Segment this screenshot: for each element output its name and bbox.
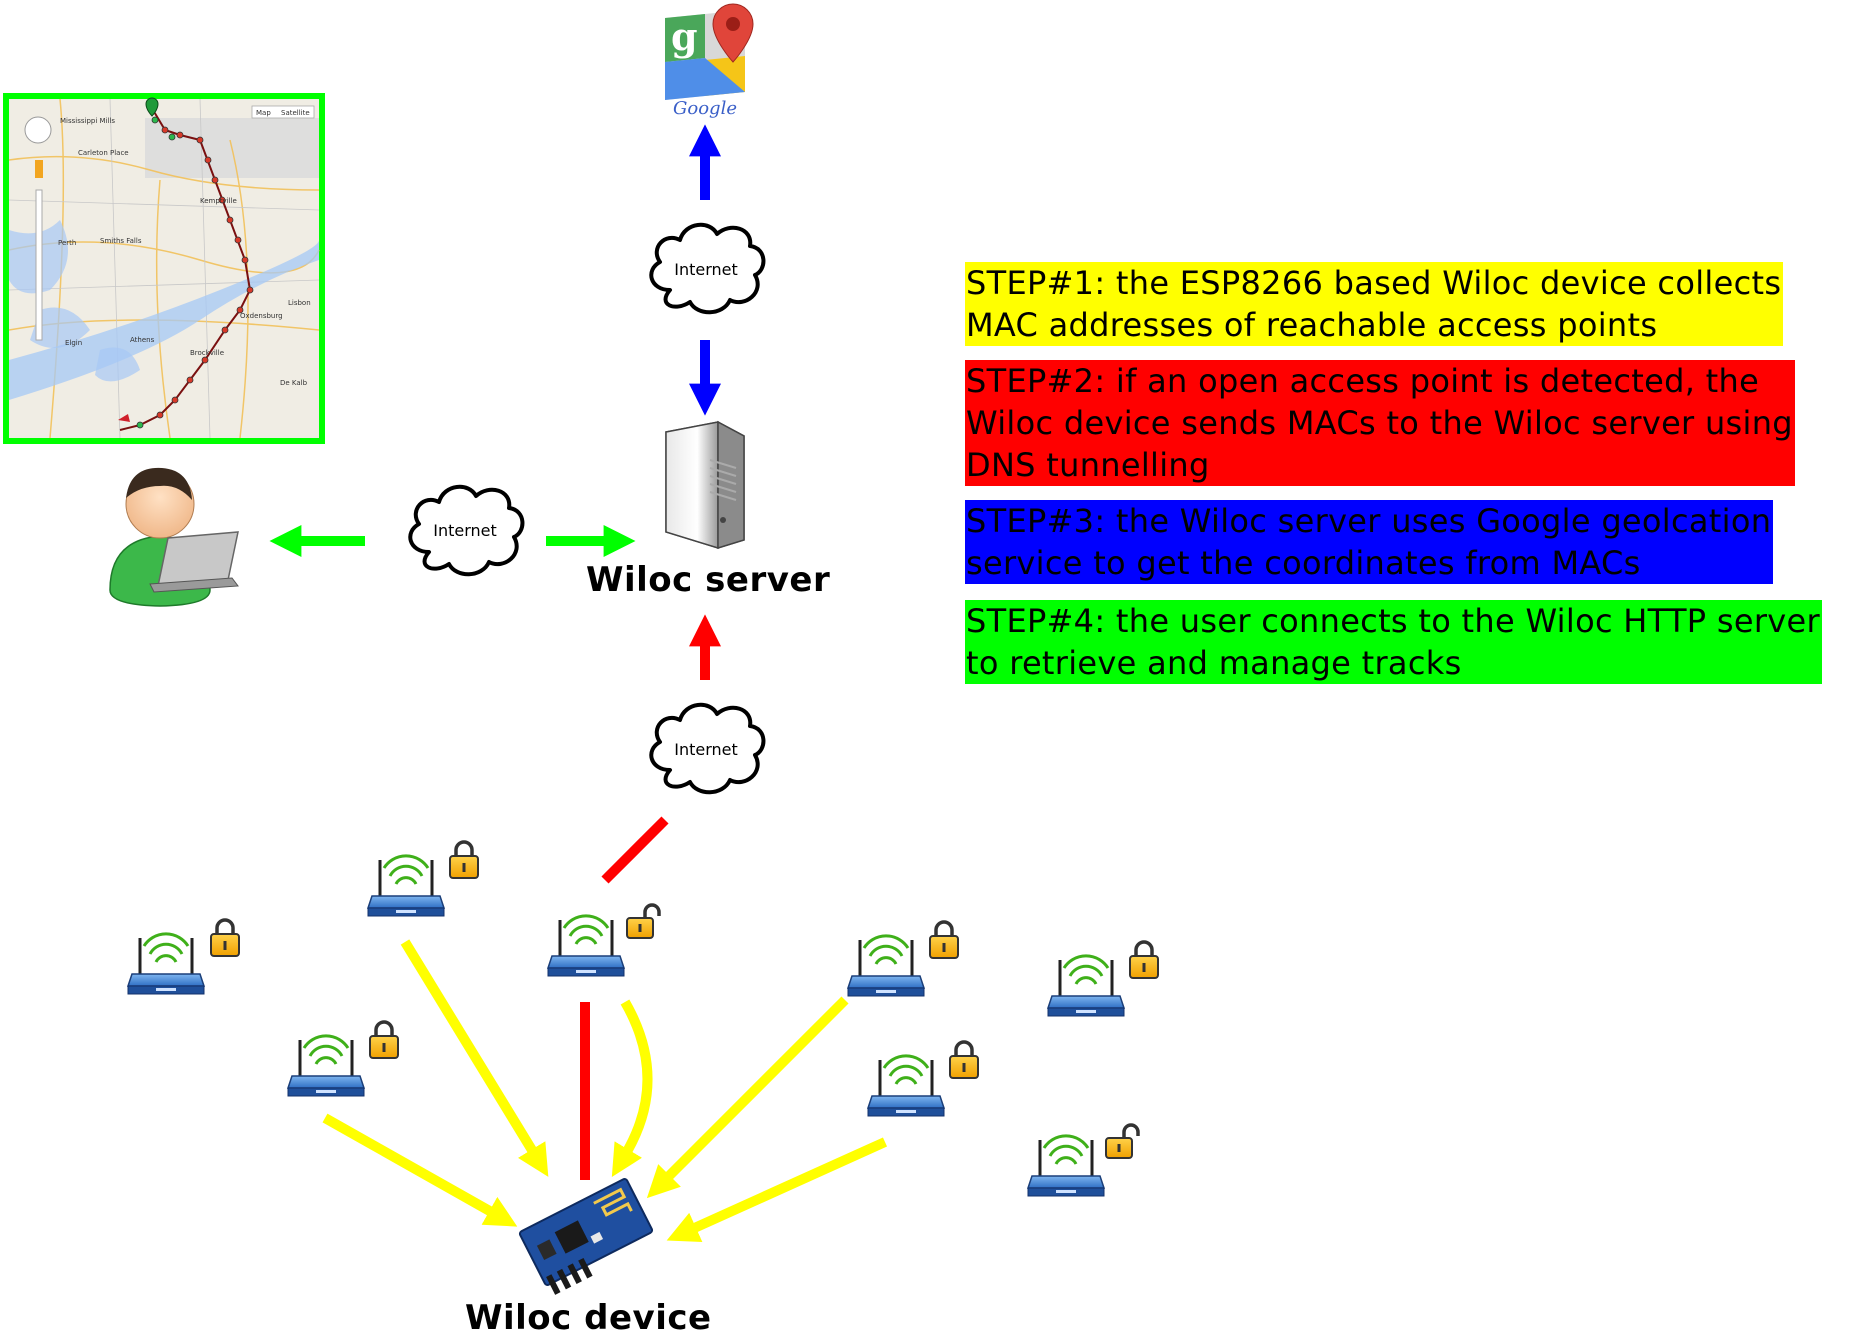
step-2-description: STEP#2: if an open access point is detec… <box>965 360 1795 486</box>
yellow-arrows <box>322 939 888 1242</box>
step-3-description: STEP#3: the Wiloc server uses Google geo… <box>965 500 1774 584</box>
device-label: Wiloc device <box>465 1298 712 1338</box>
router-icon <box>286 1034 366 1098</box>
map-place: Kemptville <box>200 197 237 205</box>
server-label: Wiloc server <box>586 560 831 600</box>
map-place: Athens <box>130 336 155 344</box>
router-icon <box>1046 954 1126 1018</box>
router-icon <box>546 914 626 978</box>
router-icon <box>1026 1134 1106 1198</box>
map-button-map: Map <box>256 109 271 117</box>
esp8266-board-icon <box>518 1178 654 1295</box>
step-1-description: STEP#1: the ESP8266 based Wiloc device c… <box>965 262 1784 346</box>
server-icon <box>665 420 745 550</box>
map-place: Carleton Place <box>78 149 129 157</box>
map-place: Brockville <box>190 349 224 357</box>
map-place: Mississippi Mills <box>60 117 115 125</box>
step-4-description: STEP#4: the user connects to the Wiloc H… <box>965 600 1822 684</box>
lock-closed-icon <box>928 920 960 960</box>
router-icon <box>866 1054 946 1118</box>
link-router-to-cloud <box>601 816 669 884</box>
map-place: Oxdensburg <box>240 312 283 320</box>
google-g-letter: g <box>671 14 698 59</box>
svg-text:Internet: Internet <box>674 260 738 279</box>
map-place: Lisbon <box>288 299 311 307</box>
lock-closed-icon <box>209 918 241 958</box>
map-place: Perth <box>58 239 76 247</box>
lock-closed-icon <box>948 1040 980 1080</box>
map-place: Elgin <box>65 339 82 347</box>
lock-closed-icon <box>448 840 480 880</box>
map-place: De Kalb <box>280 379 308 387</box>
internet-cloud-left: Internet <box>408 484 525 577</box>
internet-cloud-top: Internet <box>649 222 766 315</box>
lock-open-icon <box>1104 1123 1140 1160</box>
router-icon <box>366 854 446 918</box>
internet-cloud-bottom: Internet <box>649 702 766 795</box>
map-thumbnail: Map Satellite Mississippi Mills Carleton… <box>3 93 325 444</box>
svg-text:Internet: Internet <box>433 521 497 540</box>
lock-closed-icon <box>1128 940 1160 980</box>
router-icon <box>846 934 926 998</box>
lock-closed-icon <box>368 1020 400 1060</box>
google-wordmark: Google <box>673 98 737 119</box>
map-button-satellite: Satellite <box>281 109 310 117</box>
google-maps-icon: g Google <box>665 3 754 119</box>
map-place: Smiths Falls <box>100 237 142 245</box>
svg-text:Internet: Internet <box>674 740 738 759</box>
user-avatar <box>109 467 239 607</box>
lock-open-icon <box>625 903 661 940</box>
router-icon <box>126 932 206 996</box>
